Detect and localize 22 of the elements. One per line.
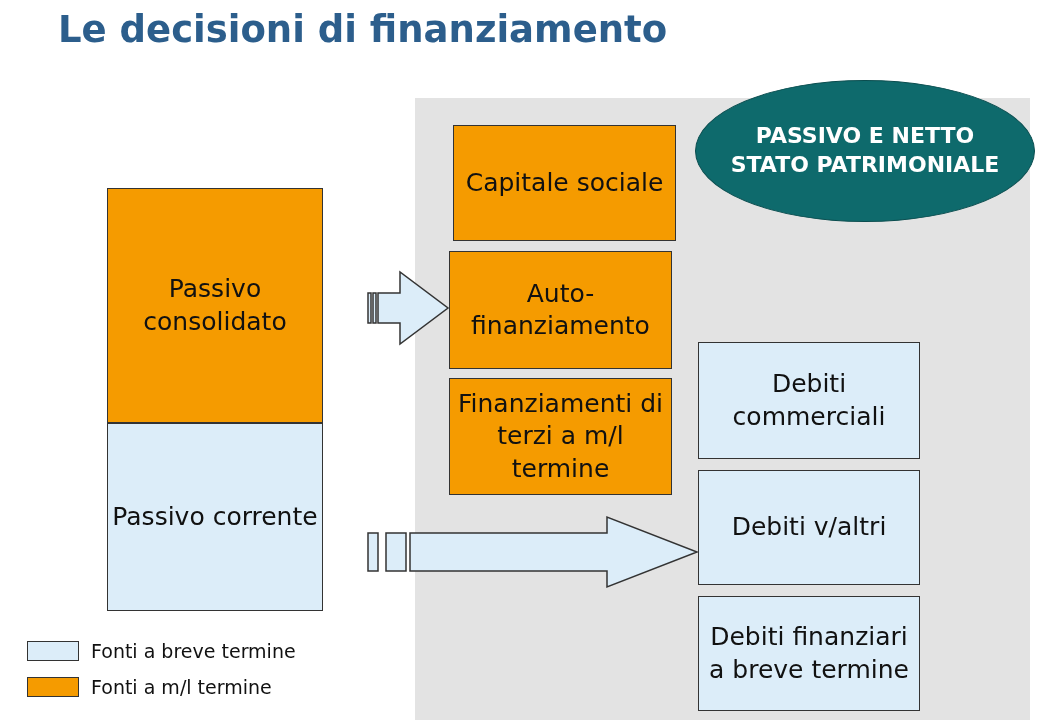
legend-label: Fonti a breve termine [91,640,296,662]
category-box [698,470,920,585]
box-label: Passivo corrente [111,500,319,533]
box-label: Debiti commerciali [731,368,887,433]
box-label: Debiti finanziari a breve termine [708,621,910,686]
box-label: Debiti v/altri [730,511,888,544]
category-box [449,378,672,495]
block-arrow [367,270,450,346]
title: Le decisioni di finanziamento [58,8,668,51]
box-label: Capitale sociale [464,166,665,199]
category-box [698,342,920,459]
category-box [107,423,323,611]
box-label: Auto- finanziamento [470,277,651,342]
box-label: PASSIVO E NETTO STATO PATRIMONIALE [729,122,1001,179]
category-box [449,251,672,369]
legend-label: Fonti a m/l termine [91,676,272,698]
category-box [698,596,920,711]
category-box [453,125,676,241]
category-box [107,188,323,423]
box-label: Finanziamenti di terzi a m/l termine [457,387,664,485]
box-label: Passivo consolidato [142,273,288,338]
block-arrow [367,515,700,589]
